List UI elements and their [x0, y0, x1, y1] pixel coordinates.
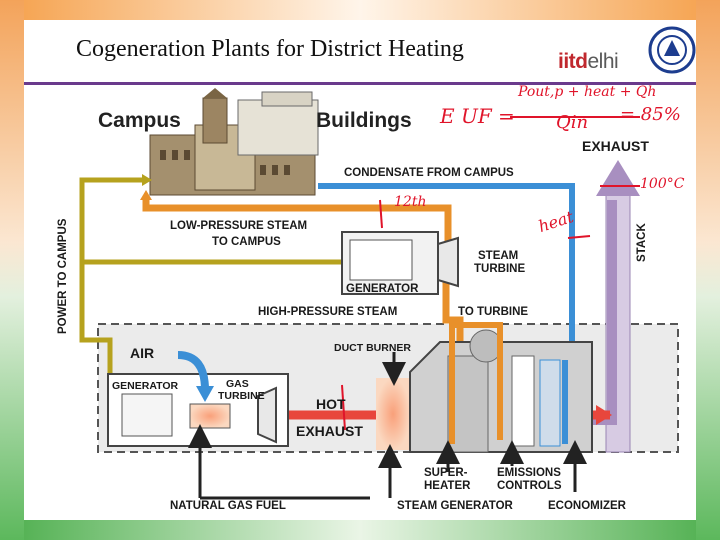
annotation-euf: E UF = — [440, 104, 515, 128]
annotation-denominator: Qin — [556, 112, 589, 133]
label-superheater-2: HEATER — [424, 480, 471, 492]
label-steam-generator: STEAM GENERATOR — [397, 500, 513, 512]
label-to-turbine: TO TURBINE — [458, 306, 529, 318]
logo-main: iitd — [558, 50, 588, 73]
label-generator-top: GENERATOR — [346, 283, 419, 295]
label-superheater-1: SUPER- — [424, 467, 468, 479]
label-low-pressure-1: LOW-PRESSURE STEAM — [170, 220, 308, 232]
label-stack: STACK — [636, 223, 648, 262]
label-power-to-campus: POWER TO CAMPUS — [57, 218, 69, 334]
slide-title: Cogeneration Plants for District Heating — [76, 36, 464, 62]
annotation-mark: 12th — [394, 194, 427, 210]
label-exhaust-bottom: EXHAUST — [296, 423, 363, 439]
label-gas-turbine-1: GAS — [226, 378, 249, 390]
label-generator-bottom: GENERATOR — [112, 380, 179, 392]
label-economizer: ECONOMIZER — [548, 500, 626, 512]
label-steam-turbine-1: STEAM — [478, 250, 519, 262]
label-condensate: CONDENSATE FROM CAMPUS — [344, 167, 514, 179]
label-exhaust-top: EXHAUST — [582, 138, 649, 154]
iitd-emblem-icon — [648, 26, 696, 74]
logo-tail: elhi — [587, 50, 619, 73]
label-buildings: Buildings — [316, 109, 412, 132]
label-hot: HOT — [316, 396, 346, 412]
annotation-efficiency: = 85% — [620, 104, 681, 125]
iitd-logo: iitdelhi — [558, 50, 619, 74]
label-emissions-2: CONTROLS — [497, 480, 562, 492]
label-campus: Campus — [98, 109, 181, 132]
label-low-pressure-2: TO CAMPUS — [212, 236, 281, 248]
annotation-numerator: Pout,p + heat + Qh — [518, 84, 657, 100]
label-natural-gas: NATURAL GAS FUEL — [170, 500, 286, 512]
label-emissions-1: EMISSIONS — [497, 467, 561, 479]
label-duct-burner: DUCT BURNER — [334, 342, 411, 354]
campus-buildings-illustration — [149, 88, 319, 196]
label-steam-turbine-2: TURBINE — [474, 263, 526, 275]
label-high-pressure: HIGH-PRESSURE STEAM — [258, 306, 398, 318]
annotation-temperature: 100°C — [640, 176, 685, 192]
label-gas-turbine-2: TURBINE — [218, 390, 265, 402]
label-air: AIR — [130, 345, 155, 361]
steam-turbine-illustration — [341, 231, 459, 295]
